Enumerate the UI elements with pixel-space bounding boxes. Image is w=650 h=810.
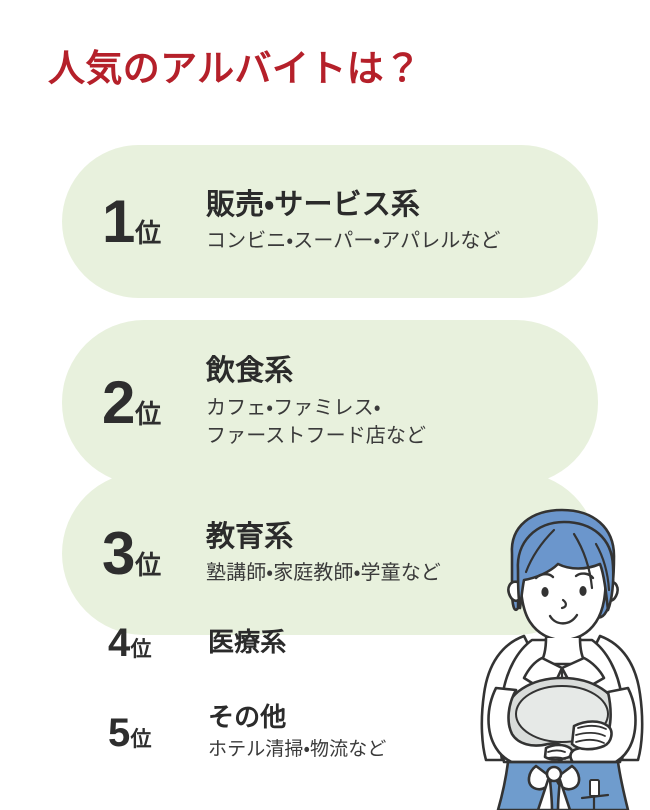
rank-unit-label: 位: [135, 398, 162, 429]
ranking-row-4: 4 位 医療系: [62, 612, 598, 674]
ranking-text-3: 教育系 塾講師・家庭教師・学童など: [182, 520, 598, 588]
rank-digit: 2: [102, 368, 135, 436]
ranking-text-1: 販売・サービス系 コンビニ・スーパー・アパレルなど: [182, 188, 598, 256]
rank-unit-label: 位: [135, 217, 162, 248]
ranking-text-4: 医療系: [182, 627, 598, 659]
ranking-row-3: 3 位 教育系 塾講師・家庭教師・学童など: [62, 472, 598, 635]
example-line: 塾講師・家庭教師・学童など: [206, 561, 441, 584]
ranking-examples: カフェ・ファミレス・ ファーストフード店など: [206, 394, 598, 451]
rank-digit: 5: [108, 711, 130, 755]
rank-digit: 1: [102, 187, 135, 255]
rank-unit-label: 位: [130, 728, 152, 751]
ranking-category: 販売・サービス系: [206, 188, 421, 221]
rank-number-5: 5 位: [62, 713, 182, 753]
rank-digit: 3: [102, 519, 135, 587]
ranking-row-5: 5 位 その他 ホテル清掃・物流など: [62, 690, 598, 776]
ranking-examples: 塾講師・家庭教師・学童など: [206, 559, 598, 587]
rank-number-3: 3 位: [62, 519, 182, 587]
rank-number-1: 1 位: [62, 187, 182, 255]
rank-digit: 4: [108, 621, 130, 665]
rank-number-2: 2 位: [62, 368, 182, 436]
ranking-row-2: 2 位 飲食系 カフェ・ファミレス・ ファーストフード店など: [62, 320, 598, 485]
ranking-text-2: 飲食系 カフェ・ファミレス・ ファーストフード店など: [182, 354, 598, 450]
page-title: 人気のアルバイトは？: [48, 48, 422, 89]
example-line: ファーストフード店など: [206, 425, 427, 448]
example-line: ホテル清掃・物流など: [208, 739, 387, 761]
ranking-examples: ホテル清掃・物流など: [208, 737, 598, 764]
ranking-category: 飲食系: [206, 355, 294, 388]
rank-unit-label: 位: [130, 638, 152, 661]
rank-number-4: 4 位: [62, 623, 182, 663]
example-line: カフェ・ファミレス・: [206, 396, 381, 419]
ranking-examples: コンビニ・スーパー・アパレルなど: [206, 227, 598, 255]
ranking-category: 教育系: [206, 520, 294, 553]
ranking-text-5: その他 ホテル清掃・物流など: [182, 702, 598, 765]
rank-unit-label: 位: [135, 549, 162, 580]
example-line: コンビニ・スーパー・アパレルなど: [206, 229, 501, 252]
ranking-row-1: 1 位 販売・サービス系 コンビニ・スーパー・アパレルなど: [62, 145, 598, 298]
ranking-category: その他: [208, 701, 287, 732]
ranking-category: 医療系: [208, 627, 287, 658]
